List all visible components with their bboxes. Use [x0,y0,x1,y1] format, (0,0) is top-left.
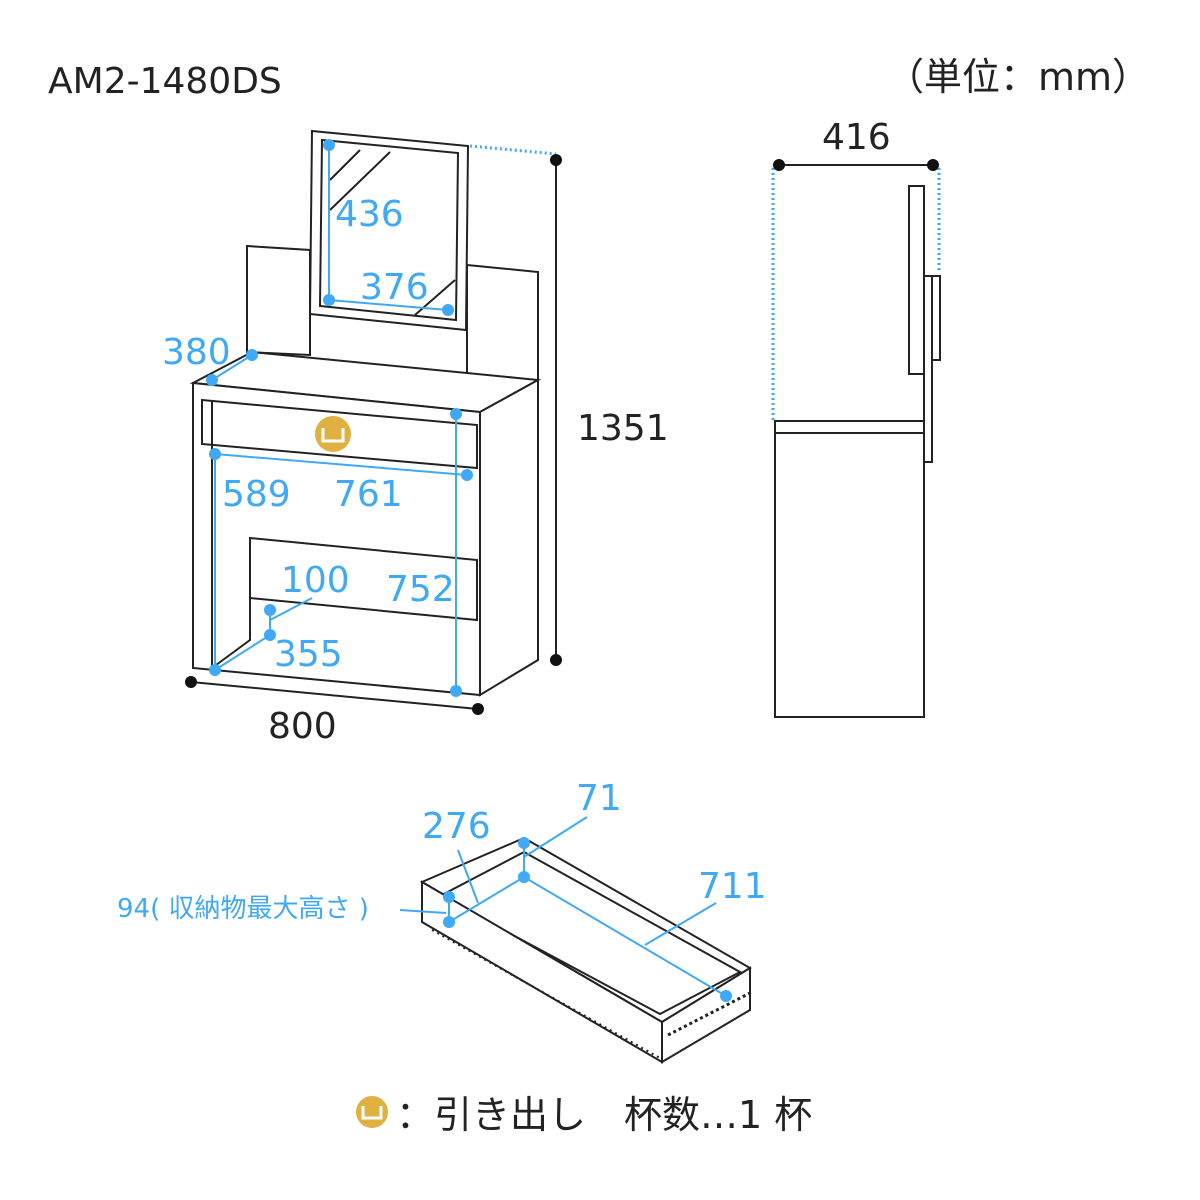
dim-drawer-depth: 276 [422,806,491,847]
dim-drawer-width: 761 [334,474,403,515]
dim-drawer-height: 71 [576,778,622,819]
drawer-detail [399,816,753,1064]
dim-max-storage-height: 94( 収納物最大高さ ) [117,894,369,924]
dim-width: 800 [268,706,337,747]
dim-knee-height: 589 [222,474,291,515]
dim-mirror-height: 436 [335,194,404,235]
legend-drawer-icon [356,1096,388,1128]
dim-leg-depth: 355 [274,634,343,675]
dresser-side-view [771,159,941,718]
dim-total-height: 1351 [577,408,669,449]
dimension-lines [185,139,562,715]
model-number: AM2-1480DS [48,61,282,102]
dim-side-depth: 416 [822,117,891,158]
dim-drawer-width: 711 [698,866,767,907]
dim-kick-height: 100 [281,560,350,601]
dresser-front-view [189,129,542,697]
dim-top-depth: 380 [162,332,231,373]
dim-inner-height: 752 [386,569,455,610]
drawer-icon [315,416,351,452]
legend-label: ：引き出し 杯数…1 杯 [396,1093,812,1137]
dim-mirror-width: 376 [360,267,429,308]
unit-label: （単位：mm） [886,55,1150,99]
